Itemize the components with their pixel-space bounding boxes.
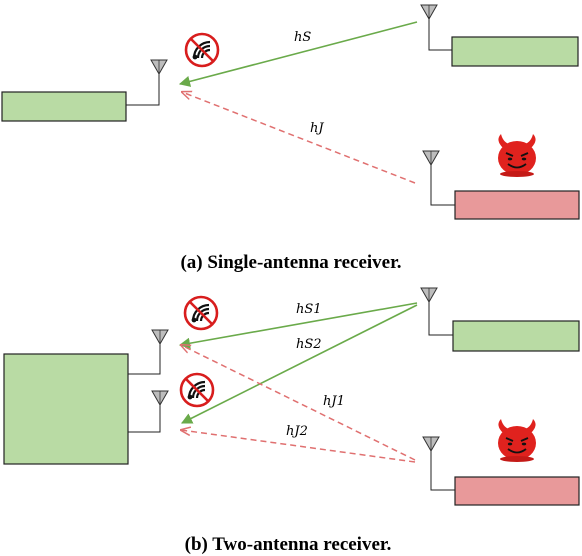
jammer-antenna-wire-b (430, 451, 455, 491)
receiver-antenna2-wire-b (128, 403, 161, 433)
receiver-antenna-wire-a (126, 72, 160, 106)
antenna-icon (422, 150, 440, 166)
receiver-box-a (1, 91, 127, 122)
jammer-channel-label-b2: hJ2 (286, 424, 308, 439)
jammer-link-b1 (181, 345, 416, 461)
devil-icon (497, 133, 537, 178)
transmitter-antenna-wire-a (428, 17, 452, 51)
jammer-antenna-wire-a (430, 165, 455, 206)
panel-b: hS1 hS2 hJ1 hJ2 (b) Two-antenna receiver… (3, 287, 580, 555)
antenna-icon (151, 329, 169, 345)
jammer-channel-label-a: hJ (310, 121, 324, 136)
signal-channel-label-a: hS (294, 30, 311, 45)
jammer-box-b (454, 476, 580, 506)
signal-link-b2 (180, 304, 418, 424)
transmitter-box-a (451, 36, 579, 67)
panel-a: hS hJ (a) Single-antenna receiver. (1, 4, 580, 273)
antenna-icon (151, 390, 169, 406)
antenna-icon (150, 59, 168, 75)
signal-channel-label-b2: hS2 (296, 337, 322, 352)
receiver-antenna1-wire-b (128, 342, 161, 375)
jammer-link-a (182, 92, 416, 184)
transmitter-box-b (452, 320, 580, 352)
antenna-icon (422, 436, 440, 452)
jammer-box-a (454, 190, 580, 220)
no-wifi-icon (179, 372, 215, 408)
caption-b: (b) Two-antenna receiver. (185, 534, 392, 555)
caption-a: (a) Single-antenna receiver. (180, 252, 401, 273)
transmitter-antenna-wire-b (428, 302, 453, 336)
signal-channel-label-b1: hS1 (296, 302, 322, 317)
signal-link-a (178, 21, 418, 87)
devil-icon (497, 418, 537, 463)
jammer-channel-label-b1: hJ1 (323, 394, 345, 409)
antenna-icon (420, 4, 438, 20)
signal-link-b1 (178, 302, 418, 349)
antenna-icon (420, 287, 438, 303)
receiver-box-b (3, 353, 129, 465)
no-wifi-icon (184, 32, 220, 68)
no-wifi-icon (183, 295, 219, 331)
